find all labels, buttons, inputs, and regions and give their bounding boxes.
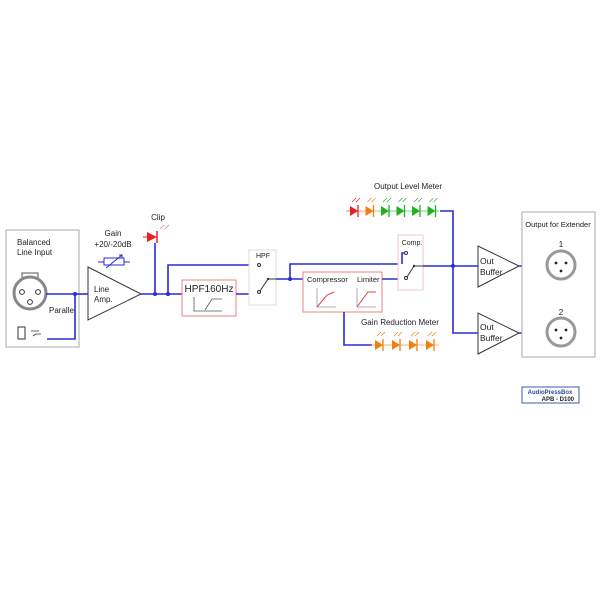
out-buffer-2-l2: Buffer <box>480 333 503 343</box>
hpf-switch-icon[interactable] <box>257 263 277 294</box>
output-meter-label: Output Level Meter <box>374 182 442 191</box>
clip-led-icon <box>143 224 170 243</box>
limiter-curve-icon <box>356 288 376 308</box>
out-buffer-2 <box>477 312 521 355</box>
hpf-filter-block <box>181 279 237 317</box>
parallel-label: Parallel <box>49 306 76 315</box>
led-icon <box>346 197 362 217</box>
gain-reduction-meter <box>371 331 439 351</box>
output-1-number: 1 <box>559 240 564 249</box>
parallel-jack-icon <box>17 326 41 340</box>
led-icon <box>377 197 393 217</box>
led-icon <box>408 197 424 217</box>
brand-badge <box>521 386 580 404</box>
led-icon <box>405 331 422 351</box>
line-amp-2: Amp. <box>94 295 113 304</box>
hpf-curve-icon <box>193 297 222 312</box>
out-buffer-2-l1: Out <box>480 322 494 332</box>
comp-switch-label[interactable]: Comp. <box>402 240 423 247</box>
brand-name: AudioPressBox <box>528 390 573 396</box>
led-icon <box>392 197 408 217</box>
line-amp <box>87 266 143 321</box>
comp-switch-icon[interactable] <box>404 251 424 280</box>
compressor-label: Compressor <box>307 275 348 284</box>
out-buffer-1-l1: Out <box>480 256 494 266</box>
limiter-label: Limiter <box>357 275 380 284</box>
line-amp-1: Line <box>94 285 110 294</box>
output-2-number: 2 <box>559 308 564 317</box>
xlr-male-output-1-icon <box>545 249 577 281</box>
gain-label: Gain <box>105 229 122 238</box>
gain-range: +20/-20dB <box>94 240 131 249</box>
input-title-2: Line Input <box>17 248 53 257</box>
hpf-switch-label[interactable]: HPF <box>256 253 270 260</box>
hpf-filter-label: HPF160Hz <box>185 284 234 295</box>
clip-label: Clip <box>151 213 165 222</box>
led-icon <box>388 331 405 351</box>
hpf-switch-box <box>248 249 277 306</box>
out-buffer-1-l2: Buffer <box>480 267 503 277</box>
led-icon <box>361 197 377 217</box>
input-title-1: Balanced <box>17 238 50 247</box>
xlr-female-input-icon <box>12 272 48 311</box>
gr-meter-label: Gain Reduction Meter <box>361 318 439 327</box>
gain-potentiometer-icon[interactable] <box>98 254 130 269</box>
compressor-curve-icon <box>316 288 336 308</box>
led-icon <box>423 197 439 217</box>
model-number: APB - D100 <box>542 397 575 403</box>
led-icon <box>371 331 388 351</box>
output-panel-title: Output for Extender <box>525 220 591 229</box>
output-level-meter <box>346 197 439 217</box>
led-icon <box>422 331 439 351</box>
out-buffer-1 <box>477 245 521 288</box>
xlr-male-output-2-icon <box>545 316 577 348</box>
